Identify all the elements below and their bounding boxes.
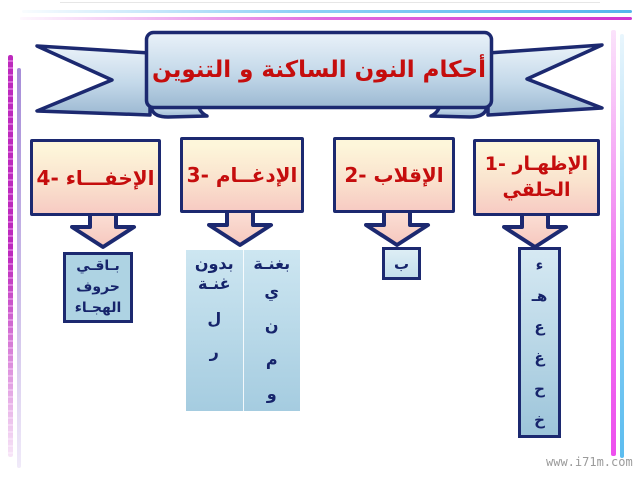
idgham-letter: ي xyxy=(264,281,280,301)
idgham-with-ghunnah-column: بغنـة ي ن م و xyxy=(244,250,301,411)
top-border-magenta-line xyxy=(20,17,632,20)
izhar-letter: خ xyxy=(534,410,545,429)
category-label-izhar-line1: الإظهـار -1 xyxy=(484,152,589,175)
header-line: بدون xyxy=(194,254,234,273)
right-border-magenta-stripe xyxy=(611,30,616,456)
category-label-idgham: الإدغــام -3 xyxy=(186,163,298,187)
ikhfa-note-line1: بـاقـي xyxy=(76,258,120,274)
left-border-purple-stripe xyxy=(17,68,21,468)
izhar-letter: ء xyxy=(535,256,544,275)
category-box-iqlab: الإقلاب -2 xyxy=(333,137,455,213)
idgham-table: بدون غنـة ل ر بغنـة ي ن م و xyxy=(186,250,300,411)
ikhfa-note-box: بـاقـي حروف الهجـاء xyxy=(63,252,133,323)
idgham-letter: ن xyxy=(264,315,279,335)
ribbon-left-curl xyxy=(148,98,209,119)
category-label-iqlab: الإقلاب -2 xyxy=(344,163,444,187)
idgham-letter: ر xyxy=(209,342,219,361)
category-box-ikhfa: الإخفـــاء -4 xyxy=(30,139,161,216)
down-arrow-icon-izhar xyxy=(502,210,568,249)
category-box-izhar: الإظهـار -1 الحلقي xyxy=(473,139,600,216)
page-title: أحكام النون الساكنة و التنوين xyxy=(152,57,486,83)
idgham-letter: م xyxy=(265,350,278,370)
idgham-without-ghunnah-header: بدون غنـة xyxy=(195,254,234,294)
category-label-ikhfa: الإخفـــاء -4 xyxy=(36,165,155,190)
idgham-with-ghunnah-header: بغنـة xyxy=(253,254,291,273)
izhar-letter: هـ xyxy=(531,287,548,306)
right-border-cyan-stripe xyxy=(620,34,624,458)
top-border-cyan-line xyxy=(22,10,632,13)
watermark: www.i71m.com xyxy=(546,455,633,469)
izhar-letter: ح xyxy=(534,379,545,398)
category-label-izhar-line2: الحلقي xyxy=(502,178,571,201)
ikhfa-note-line2: حروف xyxy=(76,279,120,295)
izhar-letter: غ xyxy=(534,348,545,367)
ribbon-right-tail xyxy=(486,43,604,117)
iqlab-letter-box: ب xyxy=(382,247,421,280)
top-hairline xyxy=(60,2,600,3)
iqlab-letter: ب xyxy=(393,254,410,273)
left-border-magenta-stripe xyxy=(8,55,13,457)
izhar-letter: ع xyxy=(534,318,545,337)
ikhfa-note-line3: الهجـاء xyxy=(74,300,122,316)
idgham-letter: و xyxy=(266,384,277,404)
izhar-letters-list: ء هـ ع غ ح خ xyxy=(518,247,561,438)
down-arrow-icon-iqlab xyxy=(364,208,430,247)
ribbon-left-tail xyxy=(35,44,152,117)
idgham-without-ghunnah-column: بدون غنـة ل ر xyxy=(186,250,244,411)
down-arrow-icon-ikhfa xyxy=(70,210,136,249)
down-arrow-icon-idgham xyxy=(207,208,273,247)
category-box-idgham: الإدغــام -3 xyxy=(180,137,304,213)
header-line: غنـة xyxy=(197,274,231,293)
ribbon-right-curl xyxy=(429,98,490,119)
idgham-letter: ل xyxy=(207,309,222,328)
